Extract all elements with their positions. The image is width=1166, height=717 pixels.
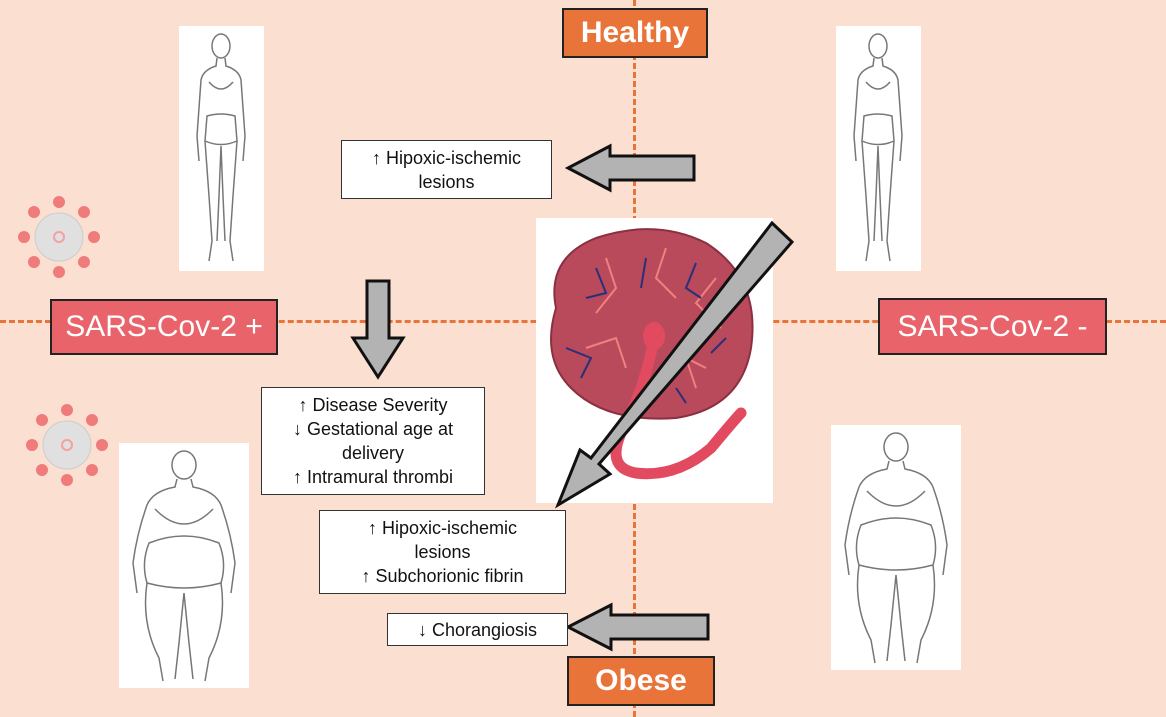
effect-line: lesions	[418, 171, 475, 192]
effect-line: ↓ Gestational age at	[292, 419, 454, 439]
healthy-label: Healthy	[562, 8, 708, 58]
woman-obese-icon	[844, 432, 948, 664]
effect-line: ↑ Subchorionic fibrin	[361, 566, 524, 586]
woman-obese-bottom-right	[831, 425, 961, 670]
combined-effect-box: ↑ Hipoxic-ischemic lesions ↑ Subchorioni…	[319, 510, 566, 594]
virus-icon	[18, 196, 100, 278]
effect-line: ↑ Hipoxic-ischemic	[367, 518, 518, 538]
effect-line: delivery	[341, 443, 405, 463]
placenta-panel	[536, 218, 773, 503]
woman-slim-top-right	[836, 26, 921, 271]
effect-line: lesions	[414, 542, 471, 562]
obese-label: Obese	[567, 656, 715, 706]
woman-slim-top-left	[179, 26, 264, 271]
woman-obese-bottom-left	[119, 443, 249, 688]
arrow-icon	[565, 143, 696, 193]
woman-obese-icon	[132, 450, 236, 682]
arrow-icon	[565, 602, 710, 652]
woman-slim-icon	[853, 33, 903, 262]
effect-line: ↓ Chorangiosis	[417, 619, 538, 640]
woman-slim-icon	[196, 33, 246, 262]
obese-effect-box: ↓ Chorangiosis	[387, 613, 568, 646]
effect-line: ↑ Disease Severity	[298, 395, 448, 415]
effect-line: ↑ Intramural thrombi	[292, 467, 454, 487]
healthy-effect-box: ↑ Hipoxic-ischemic lesions	[341, 140, 552, 199]
sars-positive-label: SARS-Cov-2 +	[50, 299, 278, 355]
virus-icon	[26, 404, 108, 486]
effect-line: ↑ Hipoxic-ischemic	[371, 147, 522, 168]
sars-negative-label: SARS-Cov-2 -	[878, 298, 1107, 355]
sars-effect-box: ↑ Disease Severity ↓ Gestational age at …	[261, 387, 485, 495]
arrow-icon	[350, 279, 406, 380]
arrow-icon	[554, 220, 795, 509]
